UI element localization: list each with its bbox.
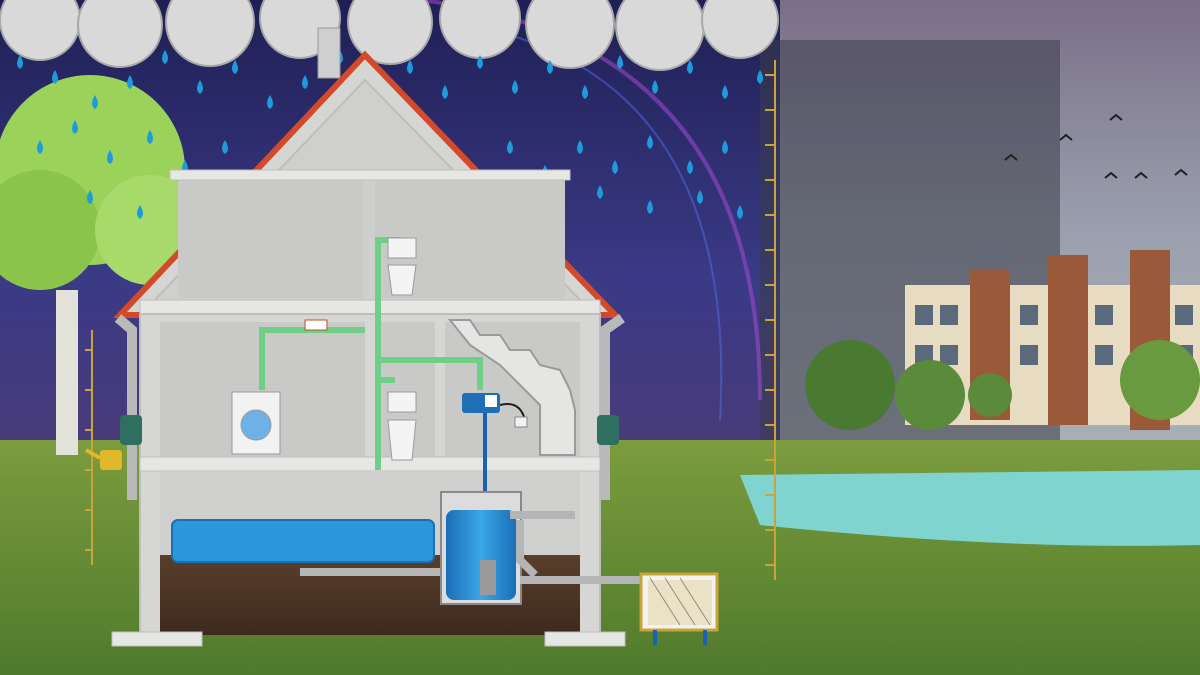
rain-filter: [120, 415, 619, 445]
raindrop: [687, 160, 693, 174]
watering-can-icon: [85, 448, 122, 470]
raindrop: [757, 70, 763, 84]
raindrop: [507, 140, 513, 154]
raindrop: [137, 205, 143, 219]
filter-box-icon: [639, 572, 719, 645]
level-ruler-left: [85, 330, 93, 565]
raindrop: [597, 185, 603, 199]
raindrop: [127, 75, 133, 89]
raindrop: [722, 85, 728, 99]
raindrop: [647, 135, 653, 149]
raindrop: [617, 55, 623, 69]
raindrop: [512, 80, 518, 94]
staircase: [447, 319, 576, 456]
rainbow-arc-2: [439, 19, 723, 421]
raindrop-icon: [17, 50, 763, 219]
raindrop: [37, 140, 43, 154]
raindrop: [197, 80, 203, 94]
raindrop: [442, 85, 448, 99]
raindrop: [222, 140, 228, 154]
raindrop: [302, 75, 308, 89]
washing-machine-icon: [231, 391, 281, 455]
bird-icon: [1004, 113, 1188, 179]
toilet-icon: [387, 237, 417, 296]
raindrop: [612, 160, 618, 174]
raindrop: [232, 60, 238, 74]
raindrop: [17, 55, 23, 69]
raindrop: [722, 140, 728, 154]
raindrop: [547, 60, 553, 74]
raindrop: [162, 50, 168, 64]
storm-cloud: [0, 0, 779, 71]
raindrop: [577, 140, 583, 154]
raindrop: [477, 55, 483, 69]
storage-tank: [171, 519, 435, 563]
level-ruler: [765, 60, 776, 580]
apartment-building: [805, 250, 1200, 430]
raindrop: [737, 205, 743, 219]
toilet-icon: [387, 391, 417, 461]
raindrop: [407, 60, 413, 74]
pump-icon: [462, 393, 528, 428]
raindrop: [72, 120, 78, 134]
raindrop: [687, 60, 693, 74]
pond: [740, 470, 1200, 546]
raindrop: [107, 150, 113, 164]
raindrop: [267, 95, 273, 109]
raindrop: [652, 80, 658, 94]
raindrop: [92, 95, 98, 109]
chimney: [317, 27, 341, 79]
pump-tank: [440, 491, 522, 605]
raindrop: [582, 85, 588, 99]
drain-pipe: [300, 511, 640, 584]
pipe-label: [304, 319, 328, 331]
raindrop: [697, 190, 703, 204]
raindrop: [52, 70, 58, 84]
raindrop: [647, 200, 653, 214]
raindrop: [87, 190, 93, 204]
raindrop: [147, 130, 153, 144]
